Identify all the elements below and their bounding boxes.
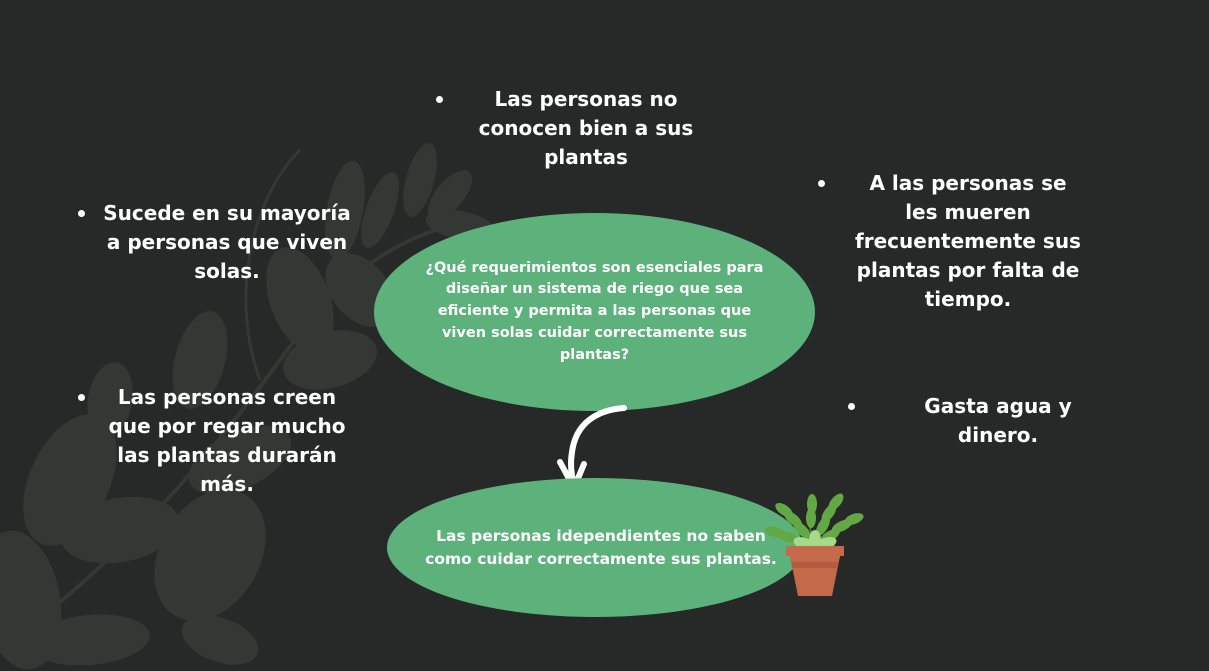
central-question-text: ¿Qué requerimientos son esenciales para … xyxy=(425,259,764,363)
bullet-dot xyxy=(436,96,443,103)
bullet-left-upper: Sucede en su mayoría a personas que vive… xyxy=(78,199,358,286)
bullet-left-upper-text: Sucede en su mayoría a personas que vive… xyxy=(103,201,351,283)
bullet-dot xyxy=(818,180,825,187)
bullet-right-lower-text: Gasta agua y dinero. xyxy=(924,394,1072,447)
bullet-right-upper-text: A las personas se les mueren frecuenteme… xyxy=(855,171,1081,311)
bullet-dot xyxy=(78,394,85,401)
bullet-top: Las personas no conocen bien a sus plant… xyxy=(436,85,702,172)
bullet-dot xyxy=(78,210,85,217)
potted-fern-icon xyxy=(765,493,864,596)
bullet-left-lower-text: Las personas creen que por regar mucho l… xyxy=(108,385,346,496)
conclusion-text: Las personas idependientes no saben como… xyxy=(425,526,777,568)
bullet-top-text: Las personas no conocen bien a sus plant… xyxy=(478,87,694,169)
central-question-ellipse: ¿Qué requerimientos son esenciales para … xyxy=(374,213,815,411)
bullet-dot xyxy=(848,403,855,410)
conclusion-ellipse: Las personas idependientes no saben como… xyxy=(387,478,803,617)
bullet-right-upper: A las personas se les mueren frecuenteme… xyxy=(818,169,1084,314)
bullet-left-lower: Las personas creen que por regar mucho l… xyxy=(78,383,358,499)
bullet-right-lower: Gasta agua y dinero. xyxy=(848,392,1112,450)
